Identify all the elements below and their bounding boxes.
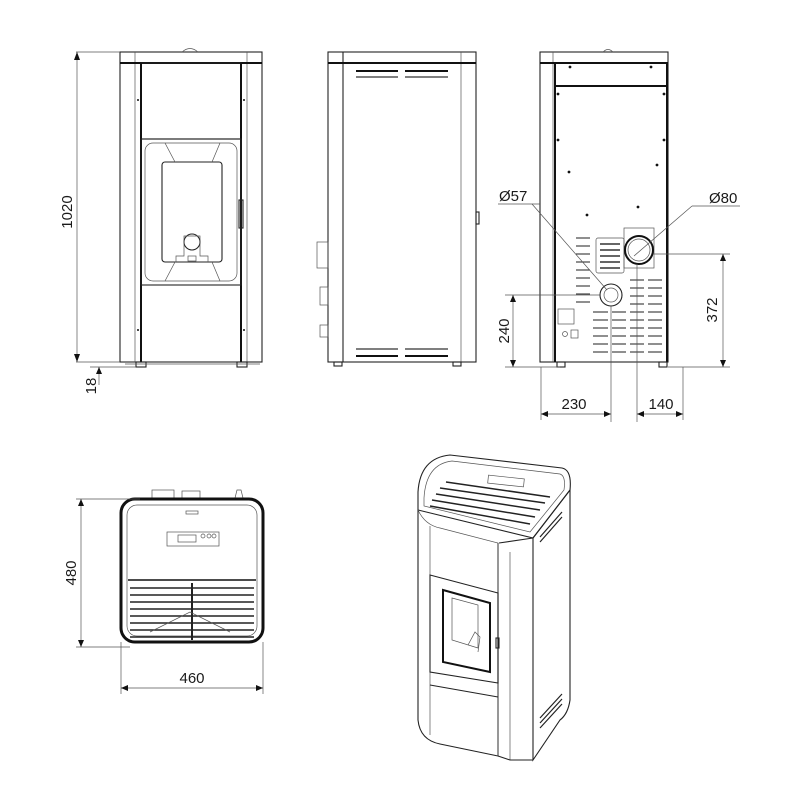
- dimension-height-label: 1020: [59, 195, 76, 228]
- dimension-air-inlet-offset: 230: [540, 306, 612, 422]
- dimension-air-inlet-height-label: 240: [496, 318, 513, 343]
- front-view: [119, 48, 263, 368]
- dimension-air-inlet-diameter-label: Ø57: [499, 188, 527, 205]
- dimension-flue-outlet-diameter-label: Ø80: [709, 190, 737, 207]
- dimension-width-label: 460: [179, 670, 204, 687]
- side-view: [316, 51, 480, 367]
- dimension-flue-outlet-offset: 140: [636, 264, 684, 422]
- dimension-flue-outlet-height: 372: [654, 253, 730, 368]
- top-view: [119, 489, 265, 644]
- dimension-flue-outlet-offset-label: 140: [648, 396, 673, 413]
- isometric-view: [417, 454, 571, 762]
- dimension-height: 1020: [59, 51, 120, 363]
- dimension-air-inlet-offset-label: 230: [561, 396, 586, 413]
- dimension-width: 460: [120, 642, 264, 694]
- dimension-air-inlet-diameter: Ø57: [498, 188, 608, 291]
- dimension-depth: 480: [63, 498, 140, 648]
- dimension-air-inlet-height: 240: [496, 294, 600, 368]
- dimension-depth-label: 480: [63, 560, 80, 585]
- dimension-foot-height: 18: [83, 366, 136, 395]
- dimension-flue-outlet-height-label: 372: [704, 297, 721, 322]
- dimension-flue-outlet-diameter: Ø80: [633, 190, 740, 257]
- rear-view: [539, 49, 669, 368]
- dimension-foot-height-label: 18: [83, 378, 100, 395]
